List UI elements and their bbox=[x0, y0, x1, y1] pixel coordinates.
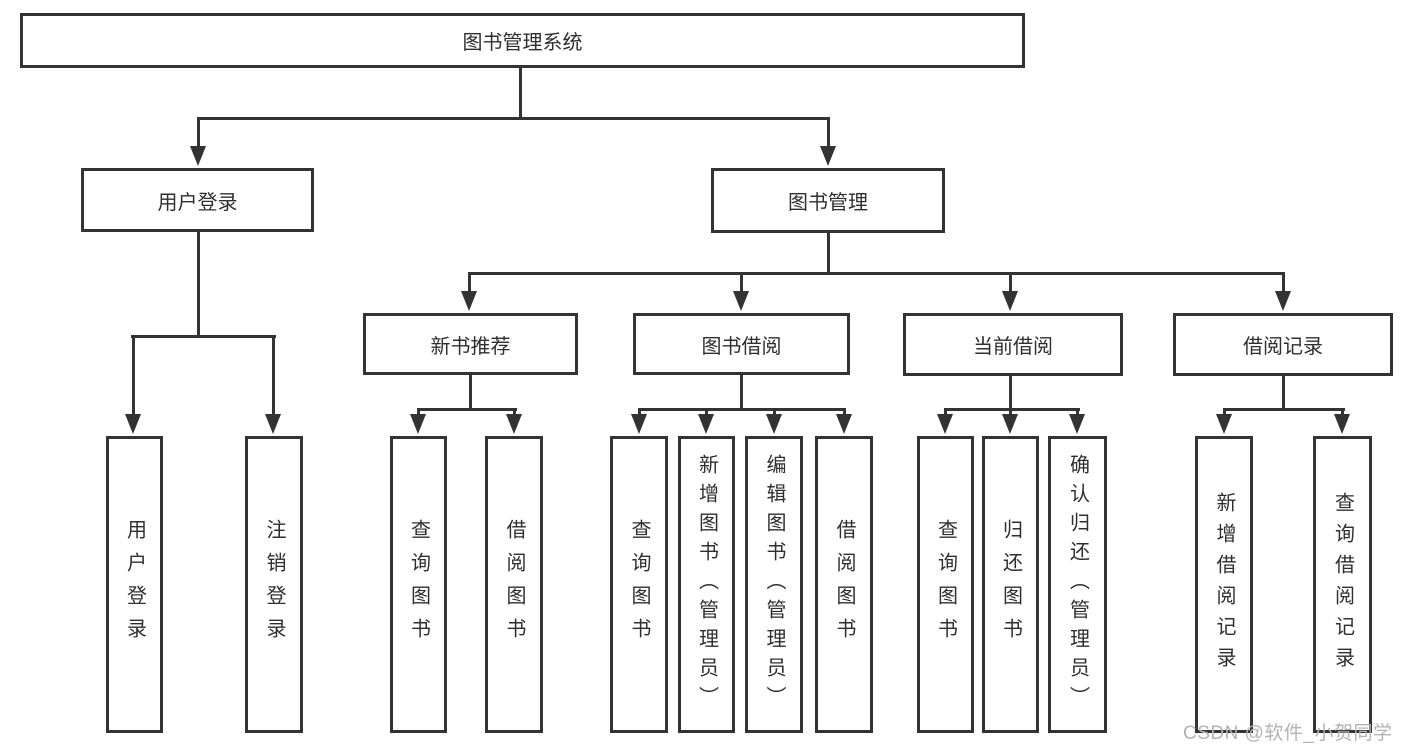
leaf-query-books-recommend: 查询图书 bbox=[390, 436, 447, 733]
leaf-return-books: 归还图书 bbox=[982, 436, 1039, 733]
arrow-down-icon bbox=[733, 291, 749, 311]
leaf-confirm-return-admin: 确认归还（管理员） bbox=[1048, 436, 1107, 733]
arrow-down-icon bbox=[698, 414, 714, 434]
leaf-label: 确认归还（管理员） bbox=[1066, 454, 1089, 715]
leaf-borrow-books-recommend: 借阅图书 bbox=[485, 436, 543, 733]
arrow-down-icon bbox=[1002, 414, 1018, 434]
node-book-borrowing: 图书借阅 bbox=[633, 313, 850, 375]
arrow-down-icon bbox=[190, 146, 206, 166]
connector-login-stem bbox=[197, 232, 200, 335]
arrow-down-icon bbox=[631, 414, 647, 434]
leaf-label: 归还图书 bbox=[999, 518, 1022, 651]
arrow-down-icon bbox=[836, 414, 852, 434]
node-user-login: 用户登录 bbox=[81, 168, 314, 232]
arrow-down-icon bbox=[1275, 291, 1291, 311]
connector-mgmt-stem bbox=[827, 233, 830, 272]
csdn-watermark: CSDN @软件_小贺同学 bbox=[1183, 723, 1393, 744]
leaf-label: 编辑图书（管理员） bbox=[763, 454, 785, 715]
arrow-down-icon bbox=[766, 414, 782, 434]
connector-drop bbox=[827, 117, 830, 150]
leaf-label: 查询图书 bbox=[407, 518, 430, 651]
connector-mgmt-bar bbox=[468, 272, 1285, 275]
leaf-user-login: 用户登录 bbox=[106, 436, 163, 733]
leaf-label: 查询图书 bbox=[934, 518, 957, 651]
connector-drop bbox=[1009, 274, 1012, 295]
connector-bar bbox=[1223, 408, 1345, 411]
connector-drop bbox=[132, 337, 135, 419]
leaf-borrow-books: 借阅图书 bbox=[815, 436, 873, 733]
connector-stem bbox=[740, 375, 743, 408]
leaf-edit-books-admin: 编辑图书（管理员） bbox=[745, 436, 803, 733]
leaf-add-borrow-record: 新增借阅记录 bbox=[1195, 436, 1253, 733]
leaf-label: 查询借阅记录 bbox=[1331, 491, 1354, 678]
connector-drop bbox=[272, 337, 275, 419]
leaf-label: 借阅图书 bbox=[833, 518, 855, 651]
arrow-down-icon bbox=[125, 414, 141, 434]
leaf-label: 注销登录 bbox=[263, 518, 285, 651]
arrow-down-icon bbox=[937, 414, 953, 434]
connector-drop bbox=[468, 274, 471, 295]
connector-stem bbox=[1282, 375, 1285, 408]
connector-root-stem bbox=[519, 68, 522, 118]
node-book-management: 图书管理 bbox=[711, 168, 945, 233]
arrow-down-icon bbox=[820, 146, 836, 166]
leaf-label: 用户登录 bbox=[123, 518, 146, 651]
connector-stem bbox=[469, 375, 472, 408]
leaf-label: 查询图书 bbox=[628, 518, 650, 651]
arrow-down-icon bbox=[506, 414, 522, 434]
connector-drop bbox=[740, 274, 743, 295]
connector-bar bbox=[944, 408, 1080, 411]
arrow-down-icon bbox=[1069, 414, 1085, 434]
arrow-down-icon bbox=[265, 414, 281, 434]
arrow-down-icon bbox=[1216, 414, 1232, 434]
node-borrowing-records: 借阅记录 bbox=[1173, 313, 1393, 376]
leaf-label: 新增图书（管理员） bbox=[695, 454, 718, 715]
connector-bar bbox=[417, 408, 517, 411]
connector-root-bar bbox=[197, 117, 830, 120]
node-current-borrowing: 当前借阅 bbox=[903, 313, 1123, 376]
arrow-down-icon bbox=[1002, 291, 1018, 311]
connector-stem bbox=[1009, 375, 1012, 408]
connector-drop bbox=[197, 117, 200, 150]
leaf-add-books-admin: 新增图书（管理员） bbox=[678, 436, 735, 733]
node-new-book-recommendation: 新书推荐 bbox=[363, 313, 578, 375]
root-node: 图书管理系统 bbox=[20, 13, 1025, 68]
connector-bar bbox=[638, 408, 846, 411]
leaf-query-borrow-record: 查询借阅记录 bbox=[1313, 436, 1372, 733]
leaf-query-books-current: 查询图书 bbox=[917, 436, 974, 733]
connector-drop bbox=[1282, 274, 1285, 295]
leaf-label: 借阅图书 bbox=[503, 518, 525, 651]
leaf-label: 新增借阅记录 bbox=[1213, 491, 1235, 678]
connector-login-bar bbox=[131, 335, 276, 338]
arrow-down-icon bbox=[1334, 414, 1350, 434]
arrow-down-icon bbox=[461, 291, 477, 311]
leaf-query-books-borrowing: 查询图书 bbox=[610, 436, 668, 733]
arrow-down-icon bbox=[410, 414, 426, 434]
leaf-logout: 注销登录 bbox=[245, 436, 303, 733]
